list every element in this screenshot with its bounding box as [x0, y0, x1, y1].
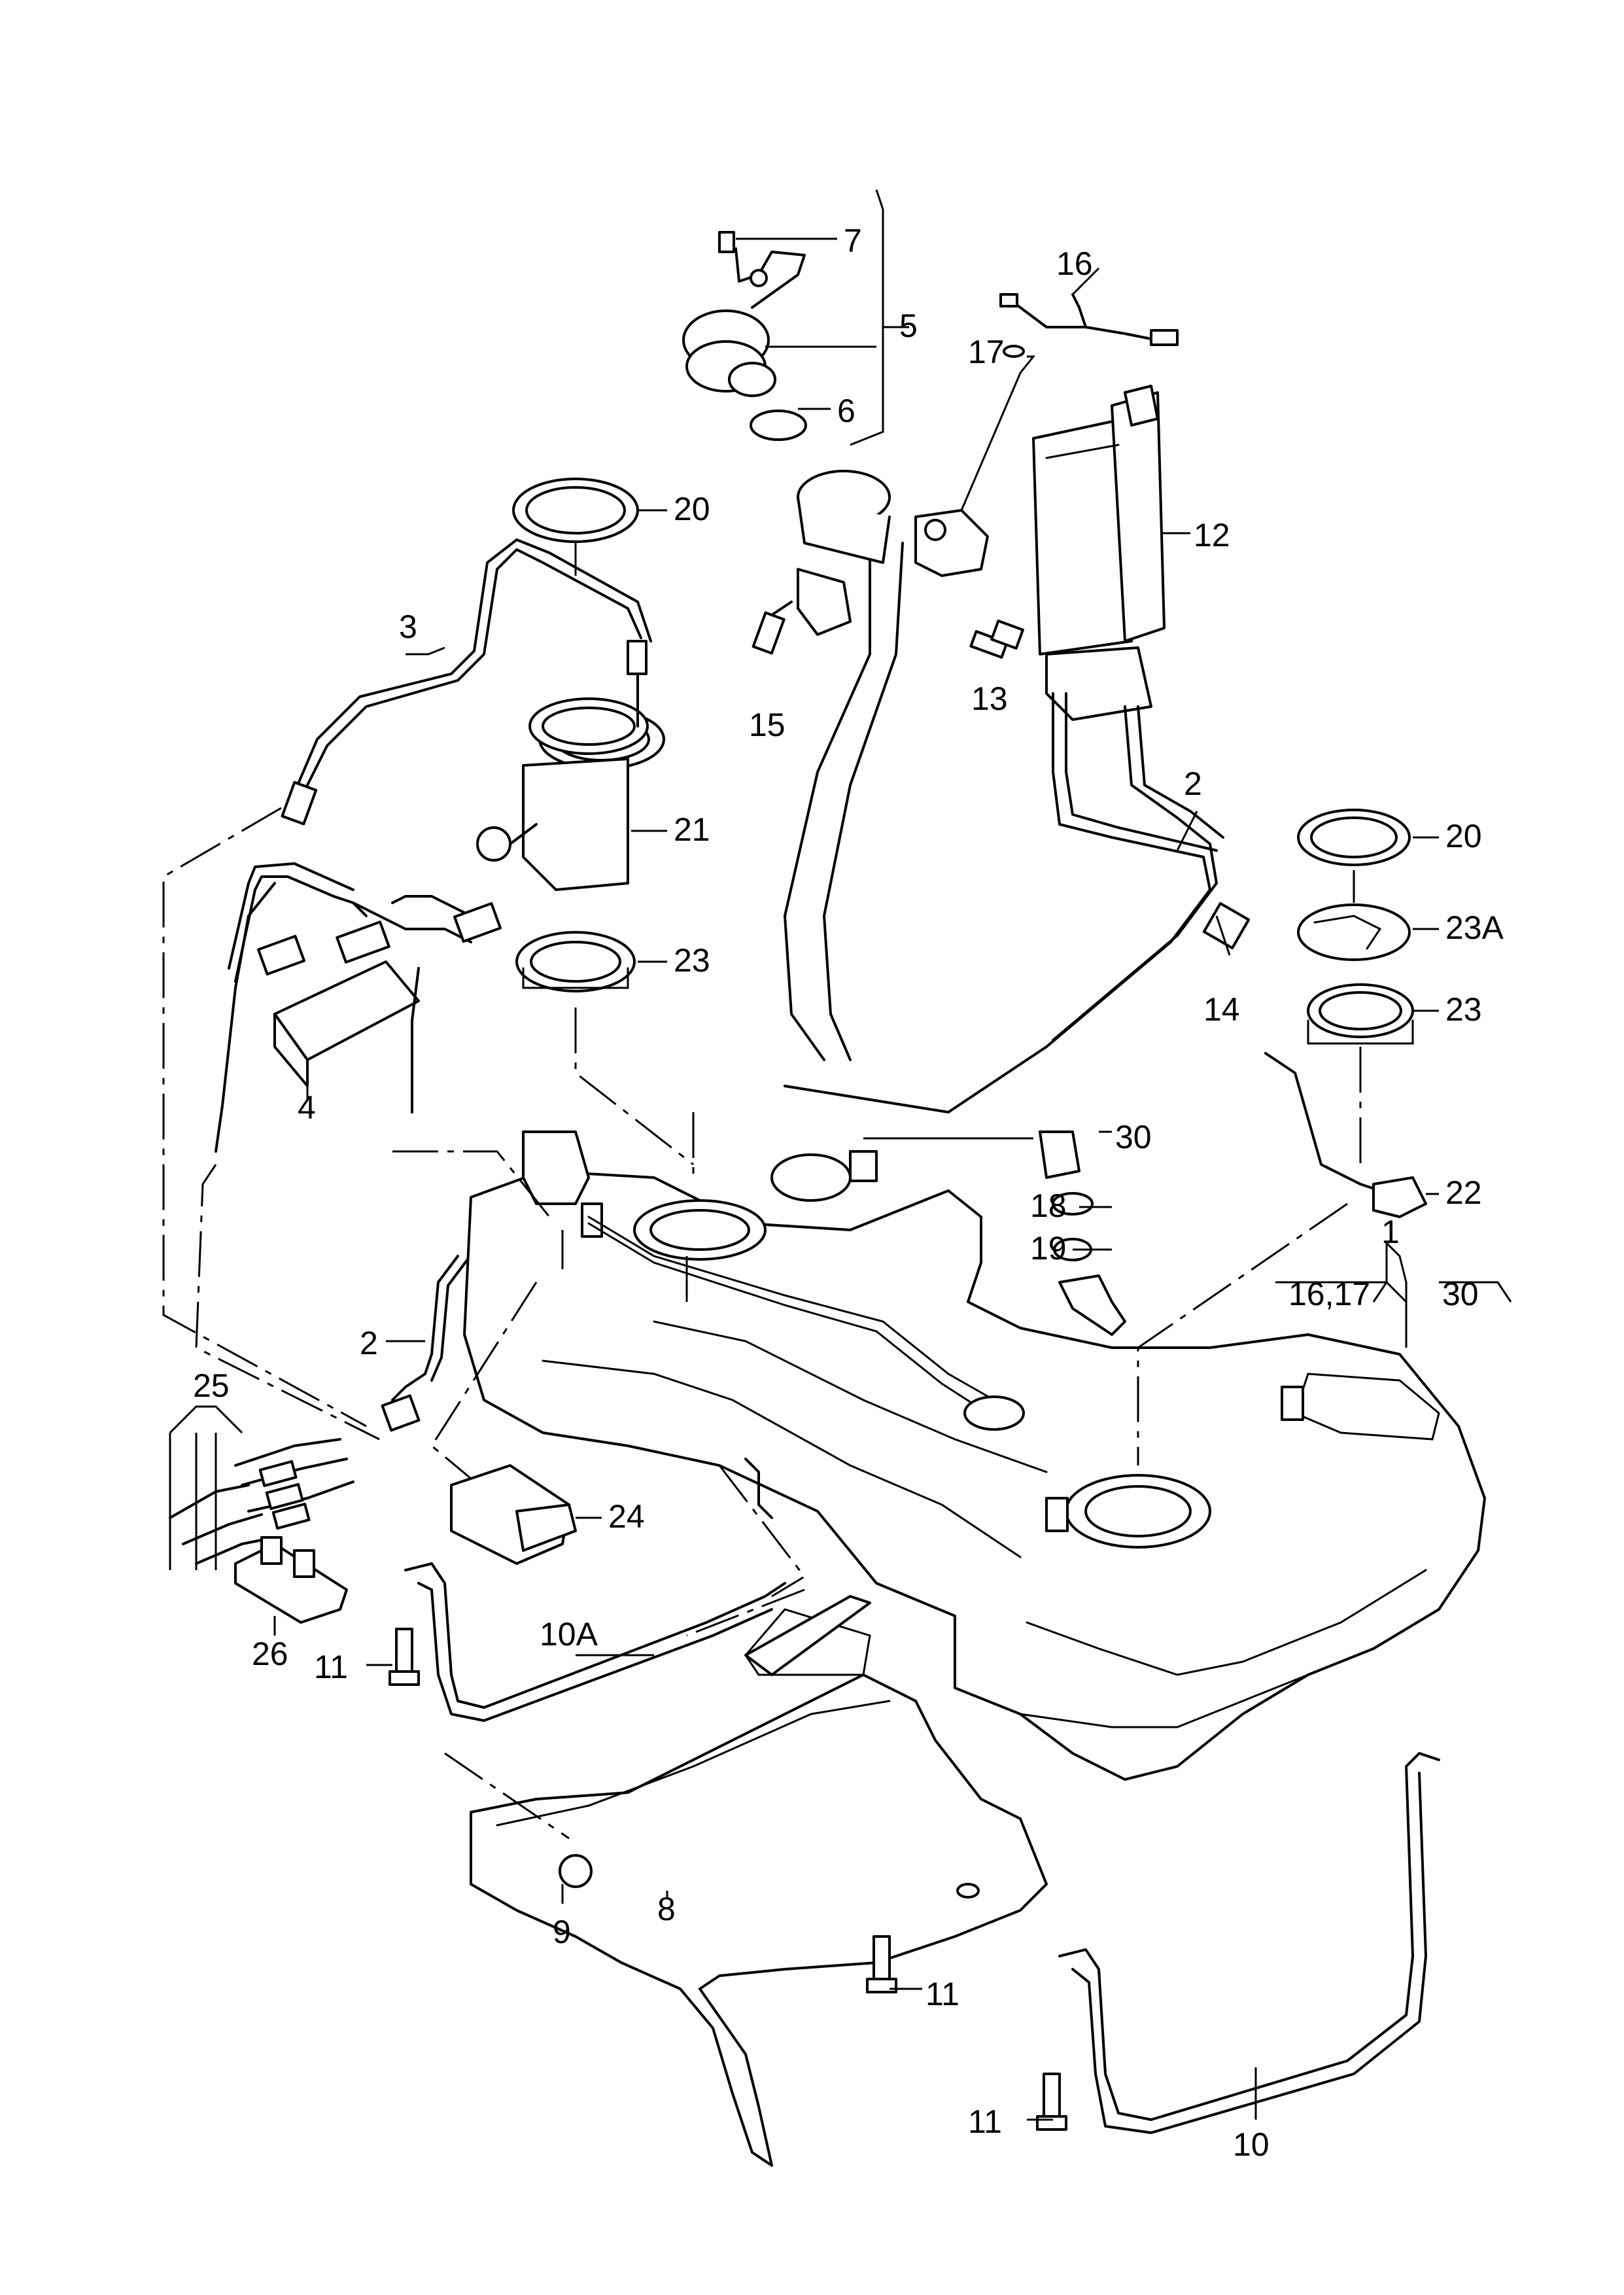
label-8: 8 — [657, 1891, 676, 1927]
label-2-lower: 2 — [360, 1325, 378, 1361]
label-24: 24 — [608, 1498, 645, 1535]
label-15: 15 — [749, 707, 786, 743]
fuel-tank — [463, 1130, 1486, 1781]
clip-26 — [234, 1536, 348, 1624]
label-30-right: 30 — [1442, 1276, 1479, 1312]
label-18: 18 — [1030, 1187, 1067, 1224]
label-2-upper: 2 — [1184, 765, 1202, 802]
label-25: 25 — [193, 1367, 230, 1404]
sensor-24 — [450, 1464, 577, 1565]
strap-10 — [1058, 1752, 1440, 2134]
heat-shield — [470, 1595, 1048, 2167]
charcoal-canister — [784, 385, 1251, 1113]
label-4: 4 — [298, 1089, 316, 1126]
label-14: 14 — [1203, 991, 1240, 1028]
callout-labels: 1 2 2 3 4 5 6 7 8 9 10 10A 11 11 11 12 1… — [193, 222, 1504, 2163]
label-23-left: 23 — [674, 942, 710, 979]
label-23a: 23A — [1445, 909, 1504, 946]
label-10: 10 — [1233, 2126, 1270, 2163]
fuel-cap-assembly — [682, 231, 807, 441]
label-1: 1 — [1381, 1214, 1400, 1250]
fuel-line-3 — [281, 538, 652, 826]
pump-control-module — [215, 862, 502, 1153]
harness-16 — [999, 293, 1179, 358]
label-6: 6 — [837, 393, 855, 429]
leader-lines — [169, 189, 1512, 2121]
label-9: 9 — [553, 1914, 571, 1950]
left-fuel-lines — [169, 1255, 469, 1565]
label-5: 5 — [899, 307, 918, 344]
label-10a: 10A — [540, 1616, 598, 1653]
label-11-left: 11 — [314, 1649, 348, 1685]
label-3: 3 — [399, 608, 417, 645]
label-21: 21 — [674, 811, 710, 848]
label-20-right: 20 — [1445, 818, 1482, 854]
label-26: 26 — [252, 1636, 288, 1672]
filler-neck — [752, 470, 989, 1061]
label-7: 7 — [844, 222, 862, 259]
label-16-17: 16,17 — [1288, 1276, 1370, 1312]
reference-lines — [162, 807, 1362, 1840]
label-23-right: 23 — [1445, 991, 1482, 1028]
label-11-middle: 11 — [925, 1976, 959, 2012]
strap-10a — [404, 1458, 786, 1722]
right-seals — [1039, 809, 1427, 1336]
label-30-upper: 30 — [1115, 1119, 1152, 1155]
label-17: 17 — [968, 334, 1005, 370]
fuel-pump-assembly — [476, 478, 665, 992]
label-11-right: 11 — [968, 2103, 1002, 2140]
label-12: 12 — [1194, 517, 1230, 553]
label-19: 19 — [1030, 1230, 1067, 1267]
label-13: 13 — [971, 680, 1008, 717]
label-16: 16 — [1056, 245, 1093, 282]
label-22: 22 — [1445, 1174, 1482, 1211]
label-20-upper: 20 — [674, 491, 710, 527]
